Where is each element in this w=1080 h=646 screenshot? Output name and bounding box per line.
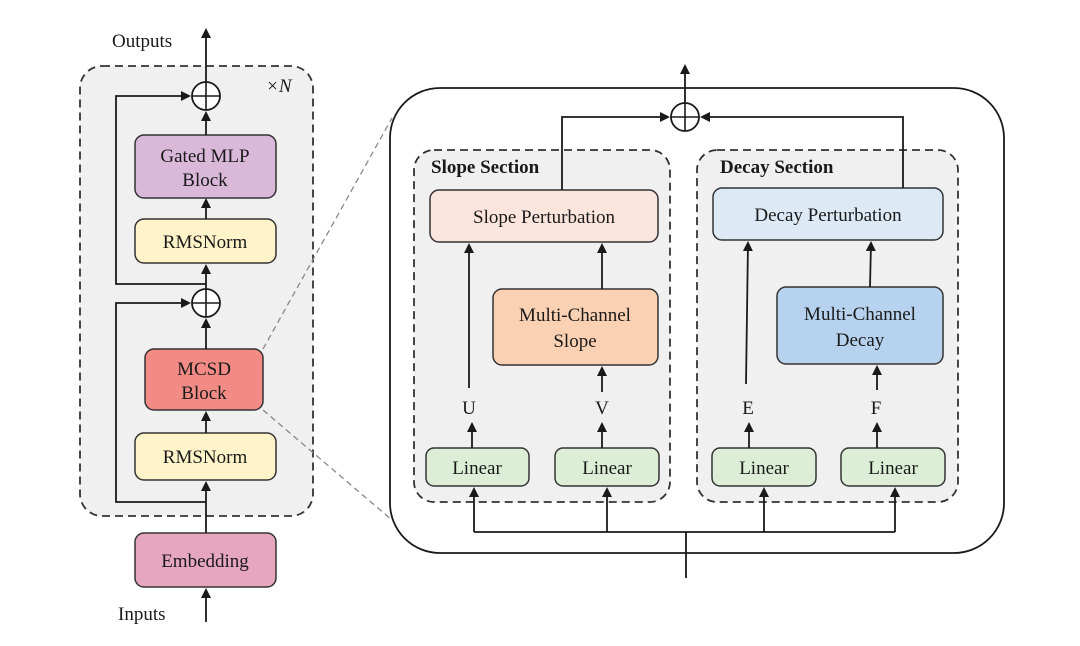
multi-channel-decay-label-1: Multi-Channel — [804, 304, 916, 325]
linear-u-block — [425, 447, 530, 487]
decay-perturbation-block — [712, 187, 944, 241]
linear-u-label: Linear — [452, 458, 502, 479]
residual-add-top-icon — [191, 81, 221, 111]
e-label: E — [742, 398, 754, 419]
repeat-label: ×N — [266, 76, 293, 97]
v-label: V — [595, 398, 609, 419]
detail-add-icon — [670, 102, 700, 132]
multi-channel-decay-label-2: Decay — [836, 330, 885, 351]
multi-channel-slope-label-2: Slope — [553, 331, 596, 352]
linear-e-label: Linear — [739, 458, 789, 479]
mcsd-block — [144, 348, 264, 411]
multi-channel-slope-block — [492, 288, 659, 366]
linear-f-label: Linear — [868, 458, 918, 479]
multi-channel-decay-block — [776, 286, 944, 365]
rmsnorm-bottom-label: RMSNorm — [163, 447, 248, 468]
slope-perturbation-block — [429, 189, 659, 243]
zoom-line-bottom — [262, 409, 393, 521]
slope-section-title: Slope Section — [431, 157, 540, 178]
residual-add-middle-icon — [191, 288, 221, 318]
embedding-label: Embedding — [161, 551, 249, 572]
multi-channel-slope-label-1: Multi-Channel — [519, 305, 631, 326]
slope-perturbation-label: Slope Perturbation — [473, 207, 615, 228]
embedding-block — [134, 532, 277, 588]
gated-mlp-label-1: Gated MLP — [160, 146, 249, 167]
outputs-label: Outputs — [112, 31, 172, 52]
decay-perturbation-label: Decay Perturbation — [754, 205, 902, 226]
rmsnorm-top-label: RMSNorm — [163, 232, 248, 253]
linear-e-block — [711, 447, 817, 487]
linear-v-label: Linear — [582, 458, 632, 479]
zoom-line-top — [262, 117, 393, 350]
f-label: F — [871, 398, 882, 419]
linear-f-block — [840, 447, 946, 487]
mcsd-label-2: Block — [181, 383, 227, 404]
gated-mlp-label-2: Block — [182, 170, 228, 191]
linear-v-block — [554, 447, 660, 487]
decay-section-title: Decay Section — [720, 157, 834, 178]
mcsd-label-1: MCSD — [177, 359, 231, 380]
inputs-label: Inputs — [118, 604, 166, 625]
u-label: U — [462, 398, 476, 419]
